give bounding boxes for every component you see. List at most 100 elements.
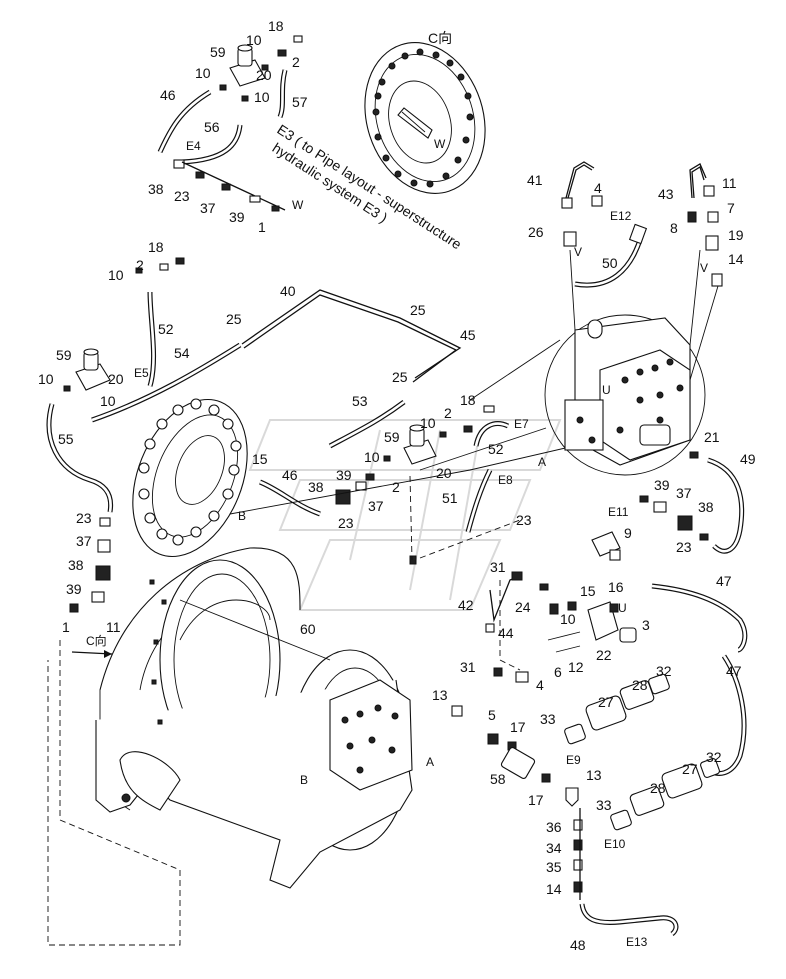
port-b-label-1: B: [238, 509, 246, 523]
callout-10g: 10: [420, 415, 436, 431]
callout-23e: 23: [676, 539, 692, 555]
callout-50: 50: [602, 255, 618, 271]
callout-39a: 39: [229, 209, 245, 225]
motor-valve-detail: [544, 314, 706, 476]
callout-22: 22: [596, 647, 612, 663]
callout-59b: 59: [56, 347, 72, 363]
callout-13b: 13: [586, 767, 602, 783]
callout-52b: 52: [488, 441, 504, 457]
callout-14a: 14: [728, 251, 744, 267]
valve-assembly-top: [157, 35, 303, 212]
flange-view-c: [364, 42, 486, 194]
callout-33b: 33: [596, 797, 612, 813]
callout-34: 34: [546, 840, 562, 856]
callout-39b: 39: [66, 581, 82, 597]
callout-23c: 23: [338, 515, 354, 531]
callout-46b: 46: [282, 467, 298, 483]
callout-38b: 38: [68, 557, 84, 573]
motor-flange-b: [132, 398, 248, 558]
callout-26: 26: [528, 224, 544, 240]
callout-e10: E10: [604, 837, 626, 851]
port-u-label-1: U: [602, 383, 611, 397]
callout-11b: 11: [722, 175, 737, 191]
winch-drum: [95, 547, 413, 889]
callout-38d: 38: [698, 499, 714, 515]
callout-10c: 10: [254, 89, 270, 105]
callout-23a: 23: [174, 188, 190, 204]
callout-25c: 25: [392, 369, 408, 385]
callout-10f: 10: [100, 393, 116, 409]
valve-assembly-center: [259, 399, 510, 565]
callout-27a: 27: [598, 694, 614, 710]
callout-e13: E13: [626, 935, 648, 949]
callout-19: 19: [728, 227, 744, 243]
callout-49: 49: [740, 451, 756, 467]
callout-10a: 10: [246, 32, 262, 48]
port-a-label-1: A: [538, 455, 546, 469]
callout-17b: 17: [528, 792, 544, 808]
callout-16: 16: [608, 579, 624, 595]
callout-e11: E11: [608, 505, 629, 519]
callout-60: 60: [300, 621, 316, 637]
callout-52a: 52: [158, 321, 174, 337]
callout-4a: 4: [594, 180, 602, 196]
callout-32b: 32: [706, 749, 722, 765]
port-u-label-2: U: [618, 601, 627, 615]
callout-38c: 38: [308, 479, 324, 495]
callout-15a: 15: [252, 451, 268, 467]
leader-line-b: [469, 339, 561, 401]
callout-2a: 2: [292, 54, 300, 70]
callout-48: 48: [570, 937, 586, 953]
callout-21: 21: [704, 429, 720, 445]
callout-37b: 37: [76, 533, 92, 549]
callout-10d: 10: [108, 267, 124, 283]
callout-43: 43: [658, 186, 674, 202]
callout-57: 57: [292, 94, 308, 110]
callout-18c: 18: [460, 392, 476, 408]
callout-40: 40: [280, 283, 296, 299]
callout-e9: E9: [566, 753, 581, 767]
callout-4b: 4: [536, 677, 544, 693]
callout-31b: 31: [460, 659, 476, 675]
callout-28b: 28: [650, 780, 666, 796]
callout-44: 44: [498, 625, 514, 641]
callout-10h: 10: [364, 449, 380, 465]
callout-5: 5: [488, 707, 496, 723]
callout-10i: 10: [560, 611, 576, 627]
callout-11a: 11: [106, 619, 121, 635]
callout-58: 58: [490, 771, 506, 787]
quick-couplings: [564, 673, 720, 831]
left-view-c-label: C向: [86, 633, 107, 648]
callout-47a: 47: [716, 573, 732, 589]
callout-41: 41: [527, 172, 543, 188]
callout-33a: 33: [540, 711, 556, 727]
callout-17a: 17: [510, 719, 526, 735]
view-arrow-head: [104, 650, 112, 658]
callout-59a: 59: [210, 44, 226, 60]
callout-2c: 2: [444, 405, 452, 421]
callout-37c: 37: [368, 498, 384, 514]
callout-2b: 2: [136, 257, 144, 273]
dashed-leader-2: [419, 519, 521, 559]
callout-e7: E7: [514, 417, 529, 431]
callout-14b: 14: [546, 881, 562, 897]
callout-20c: 20: [436, 465, 452, 481]
callout-e5: E5: [134, 366, 149, 380]
port-v-label-1: V: [574, 245, 582, 259]
callout-10b: 10: [195, 65, 211, 81]
callout-23d: 23: [516, 512, 532, 528]
callout-37d: 37: [676, 485, 692, 501]
callout-56: 56: [204, 119, 220, 135]
callout-59c: 59: [384, 429, 400, 445]
callout-7: 7: [727, 200, 735, 216]
callout-18a: 18: [268, 18, 284, 34]
callout-6: 6: [554, 664, 562, 680]
watermark-logo: [248, 419, 562, 611]
callout-20b: 20: [108, 371, 124, 387]
callout-24: 24: [515, 599, 531, 615]
leader-line-c: [229, 439, 601, 515]
callout-47b: 47: [726, 663, 742, 679]
port-b-label-2: B: [300, 773, 308, 787]
callout-45: 45: [460, 327, 476, 343]
